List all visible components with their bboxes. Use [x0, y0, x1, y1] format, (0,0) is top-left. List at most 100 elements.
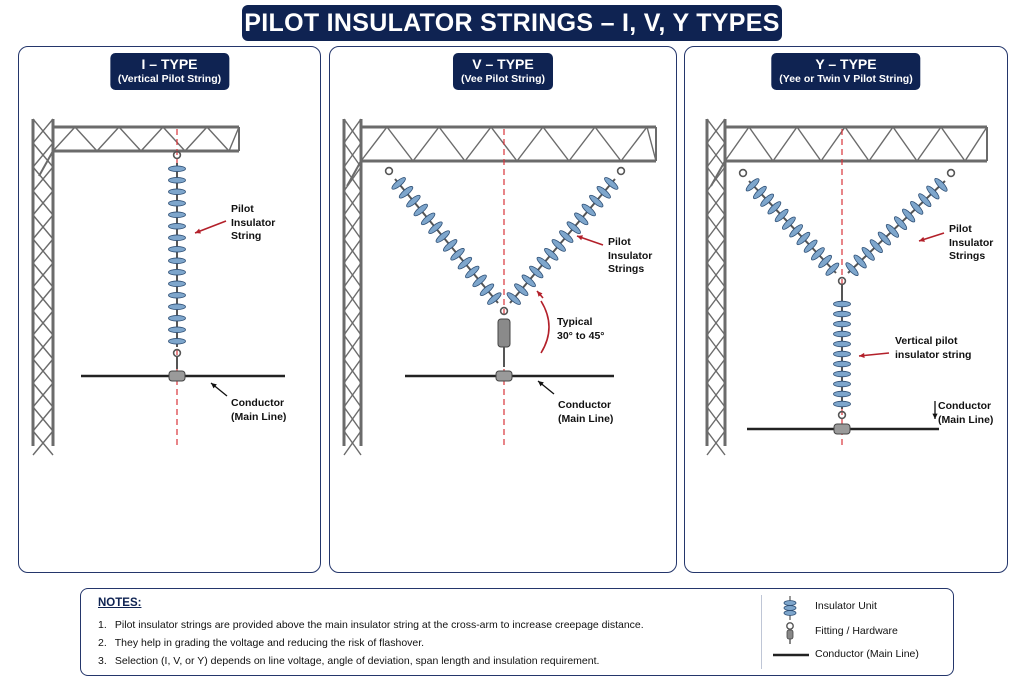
insulator-disc: [465, 265, 480, 279]
tower-brace: [32, 262, 54, 288]
fitting-hardware-icon: [946, 168, 956, 178]
insulator-disc: [479, 283, 495, 296]
tower-brace: [32, 358, 54, 384]
crossarm-brace: [162, 126, 186, 152]
insulator-disc: [833, 360, 851, 368]
tower-brace: [706, 382, 726, 408]
insulator-disc: [833, 300, 851, 308]
tower-brace: [343, 214, 362, 240]
arrow-head: [537, 291, 543, 297]
insulator-disc: [168, 269, 186, 276]
crossarm-strut: [346, 160, 362, 187]
arrow-head: [577, 235, 583, 241]
insulator-disc: [845, 262, 859, 277]
insulator-disc: [774, 208, 789, 223]
panel-heading: V – TYPE (Vee Pilot String): [452, 53, 554, 90]
insulator-disc: [398, 186, 414, 199]
crossarm-brace: [772, 126, 798, 162]
insulator-disc: [168, 177, 186, 184]
link-fitting: [497, 318, 511, 348]
insulator-disc: [811, 247, 825, 261]
arrow-head: [195, 228, 201, 234]
tower-brace: [706, 358, 726, 384]
insulator-disc: [825, 262, 840, 276]
panel-v-type: V – TYPE (Vee Pilot String) Pilot Insula…: [329, 46, 677, 573]
i-type-drawing: [31, 118, 285, 456]
insulator-disc: [818, 254, 832, 269]
insulator-disc: [753, 185, 767, 200]
v-type-drawing: [342, 118, 657, 456]
insulator-disc: [168, 338, 186, 345]
tower-brace: [343, 238, 362, 264]
panel-heading: Y – TYPE (Yee or Twin V Pilot String): [771, 53, 921, 90]
insulator-disc: [893, 216, 908, 231]
conductor-label: Conductor (Main Line): [558, 399, 614, 425]
legend-label: Conductor (Main Line): [815, 648, 919, 660]
crossarm-brace: [892, 126, 918, 162]
insulator-disc: [450, 248, 465, 261]
insulator-disc: [168, 280, 186, 287]
panel-heading-subtitle: (Yee or Twin V Pilot String): [779, 73, 913, 85]
tower-brace: [343, 310, 362, 336]
panel-heading-title: I – TYPE: [141, 56, 198, 72]
insulator-disc: [406, 194, 421, 208]
insulator-rod: [394, 178, 499, 304]
insulator-disc: [869, 239, 883, 254]
note-text: Selection (I, V, or Y) depends on line v…: [114, 655, 600, 667]
panel-heading-title: Y – TYPE: [815, 56, 877, 72]
insulator-disc: [529, 265, 544, 279]
pilot-insulator-string-label: Pilot Insulator String: [231, 203, 276, 242]
insulator-disc: [910, 200, 924, 215]
crossarm-brace: [940, 126, 966, 162]
tower-brace: [32, 382, 54, 408]
tower-brace: [32, 238, 54, 264]
crossarm-strut: [710, 160, 726, 187]
tower-brace: [706, 118, 726, 144]
callout-arrow: [194, 220, 227, 234]
tower-brace: [343, 406, 362, 432]
insulator-disc: [168, 257, 186, 264]
crossarm-brace: [594, 126, 622, 162]
insulator-disc: [536, 256, 551, 270]
insulator-disc: [918, 193, 932, 208]
insulator-disc: [885, 223, 900, 238]
tower-brace: [32, 214, 54, 240]
tower-brace: [343, 118, 362, 144]
notes-title: NOTES:: [98, 597, 142, 609]
crossarm-brace: [620, 126, 648, 162]
crossarm-brace: [646, 126, 657, 162]
fitting-hardware-icon: [384, 166, 394, 176]
insulator-disc: [581, 203, 596, 217]
panel-heading-subtitle: (Vee Pilot String): [460, 73, 546, 85]
insulator-disc: [833, 350, 851, 358]
note-number: 1.: [98, 619, 107, 631]
crossarm-brace: [96, 126, 120, 152]
insulator-disc: [853, 254, 867, 269]
tower-structure: [705, 118, 988, 456]
insulator-disc: [168, 165, 186, 172]
tower-brace: [343, 334, 362, 360]
tower-brace: [32, 334, 54, 360]
insulator-disc: [544, 247, 559, 261]
crossarm-brace: [568, 126, 596, 162]
note-item: 3. Selection (I, V, or Y) depends on lin…: [98, 655, 599, 667]
tower-brace: [706, 430, 726, 456]
insulator-disc: [521, 274, 536, 288]
insulator-disc: [833, 380, 851, 388]
insulator-disc: [413, 203, 428, 217]
crossarm-brace: [844, 126, 870, 162]
arrow-head: [919, 236, 925, 242]
tower-brace: [343, 262, 362, 288]
fitting-hardware-icon: [499, 306, 509, 316]
tower-brace: [706, 334, 726, 360]
arrow-head: [211, 383, 217, 389]
legend-divider: [761, 595, 762, 669]
insulator-disc: [487, 292, 502, 305]
insulator-disc: [168, 326, 186, 333]
legend-label: Fitting / Hardware: [815, 625, 898, 637]
crossarm-brace: [964, 126, 988, 162]
insulator-disc: [833, 320, 851, 328]
page-title: PILOT INSULATOR STRINGS – I, V, Y TYPES: [242, 5, 782, 41]
panel-heading: I – TYPE (Vertical Pilot String): [109, 53, 230, 90]
pilot-insulator-strings-label: Pilot Insulator Strings: [949, 223, 994, 262]
